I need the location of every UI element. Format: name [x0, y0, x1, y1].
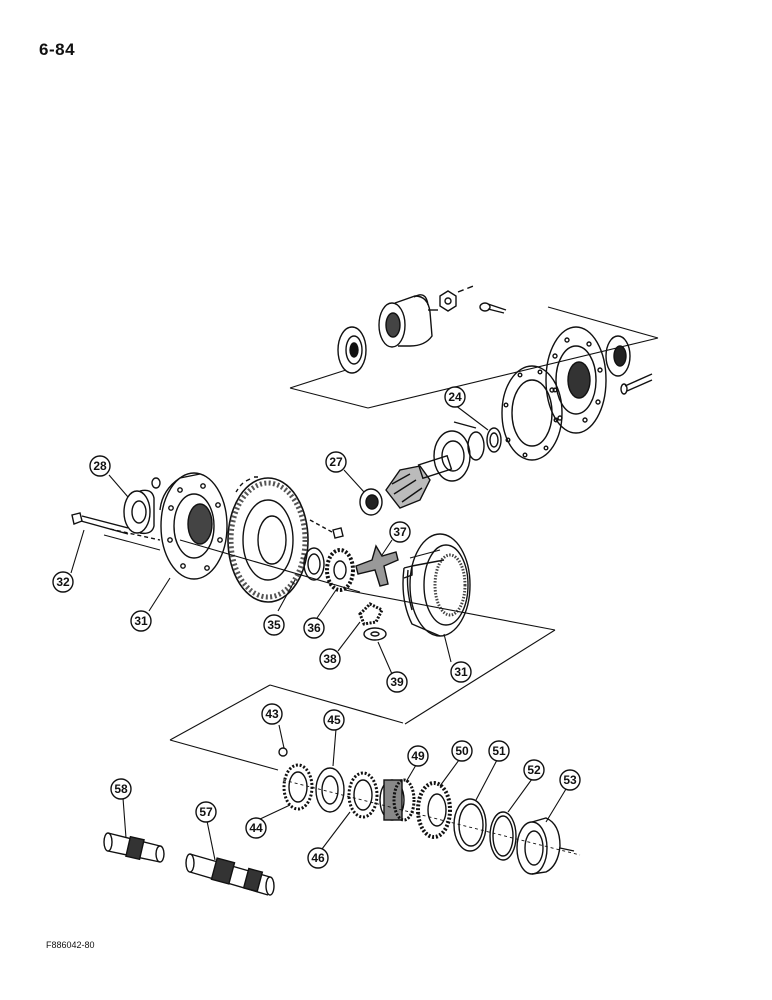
cotter-pin: [479, 302, 507, 314]
callout-36: 36: [303, 617, 325, 639]
callout-32: 32: [52, 571, 74, 593]
svg-text:31: 31: [134, 614, 148, 628]
callout-24: 24: [444, 386, 466, 408]
spacer-ring: [453, 798, 487, 852]
middle-group-outline: [179, 539, 556, 725]
pinion-nut: [439, 284, 477, 312]
ball: [151, 477, 161, 489]
side-gear-thrust-washer: [303, 547, 325, 581]
pinion-seal: [337, 326, 367, 374]
svg-text:39: 39: [390, 675, 404, 689]
svg-text:45: 45: [327, 713, 341, 727]
clutch-hub: [416, 781, 452, 839]
axle-shaft-57: [185, 853, 275, 896]
figure-code: F886042-80: [46, 940, 95, 950]
pinion-bearing-rear: [605, 335, 653, 395]
ring-gear: [227, 476, 309, 603]
clutch-disc-46: [347, 771, 379, 819]
svg-text:43: 43: [265, 707, 279, 721]
svg-text:58: 58: [114, 782, 128, 796]
page-number: 6-84: [39, 40, 76, 59]
callout-45: 45: [323, 709, 345, 731]
svg-text:24: 24: [448, 390, 462, 404]
svg-text:32: 32: [56, 575, 70, 589]
svg-text:38: 38: [323, 652, 337, 666]
pinion-housing: [378, 294, 438, 348]
lower-group-outline: [169, 684, 404, 771]
svg-text:50: 50: [455, 744, 469, 758]
bearing-cup: [516, 817, 575, 875]
pinion-gear: [385, 454, 453, 509]
clutch-plate-45: [315, 767, 345, 813]
callout-38: 38: [319, 648, 341, 670]
callout-53: 53: [559, 769, 581, 791]
snap-ring: [489, 811, 517, 861]
svg-text:46: 46: [311, 851, 325, 865]
side-gear: [325, 548, 355, 592]
callout-51: 51: [488, 740, 510, 762]
pinion-washer: [453, 421, 502, 453]
callout-35: 35: [263, 614, 285, 636]
callout-58: 58: [110, 778, 132, 800]
svg-text:28: 28: [93, 459, 107, 473]
case-bolt: [71, 512, 161, 541]
spider: [355, 544, 399, 587]
ring-gear-bolt: [309, 519, 344, 539]
callout-31-right: 31: [450, 661, 472, 683]
callout-44: 44: [245, 817, 267, 839]
pinion-pilot-bearing: [359, 488, 383, 516]
svg-text:31: 31: [454, 665, 468, 679]
svg-text:57: 57: [199, 805, 213, 819]
callout-49: 49: [407, 745, 429, 767]
differential-bearing-left: [123, 489, 155, 535]
svg-text:49: 49: [411, 749, 425, 763]
svg-text:53: 53: [563, 773, 577, 787]
svg-text:51: 51: [492, 744, 506, 758]
svg-text:44: 44: [249, 821, 263, 835]
spider-pinion: [358, 602, 385, 626]
callout-39: 39: [386, 671, 408, 693]
differential-case-half-right: [402, 533, 471, 637]
callout-52: 52: [523, 759, 545, 781]
differential-case-half-left: [159, 472, 228, 580]
callout-28: 28: [89, 455, 111, 477]
svg-text:52: 52: [527, 763, 541, 777]
callout-46: 46: [307, 847, 329, 869]
callout-27: 27: [325, 451, 347, 473]
upper-group-outline: [289, 306, 659, 409]
pinion-carrier-plate: [545, 326, 607, 434]
carrier-gasket: [501, 365, 563, 461]
pinion-bearing-cone: [433, 430, 485, 482]
callout-31-left: 31: [130, 610, 152, 632]
svg-text:27: 27: [329, 455, 343, 469]
svg-text:36: 36: [307, 621, 321, 635]
callout-50: 50: [451, 740, 473, 762]
callout-43: 43: [261, 703, 283, 725]
spider-pinion-washer: [363, 627, 387, 641]
axle-shaft-58: [103, 832, 165, 863]
svg-text:35: 35: [267, 618, 281, 632]
svg-text:37: 37: [393, 525, 407, 539]
ball-43: [278, 747, 288, 757]
callout-57: 57: [195, 801, 217, 823]
clutch-disc-44: [282, 763, 314, 811]
leader-lines: [70, 404, 567, 861]
callout-37: 37: [389, 521, 411, 543]
side-gear-clutch: [379, 778, 416, 822]
